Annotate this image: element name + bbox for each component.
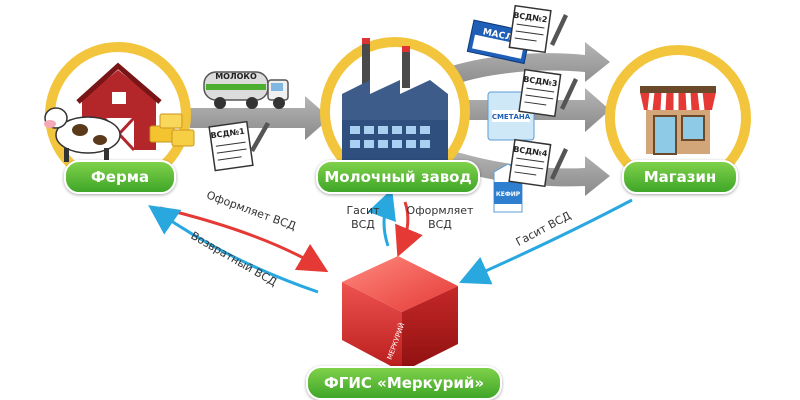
arrow-plant-to-fgis <box>395 201 423 258</box>
plant-issues-vsd-text-1: Оформляет <box>407 204 474 217</box>
document-vsd3-icon <box>518 68 562 118</box>
arrow-fgis-to-plant <box>367 188 396 247</box>
plant-cancels-vsd-text-1: Гасит <box>346 204 380 217</box>
document-vsd4-icon <box>508 138 552 188</box>
flow-arrow-plant-shop-top <box>440 42 610 88</box>
fgis-label: ФГИС «Меркурий» <box>306 366 502 400</box>
plant-issues-vsd-text-2: ВСД <box>428 218 452 231</box>
plant-cancels-vsd-text-2: ВСД <box>351 218 375 231</box>
pen-icon <box>560 78 578 110</box>
arrow-farm-to-fgis <box>159 206 329 273</box>
kefir-label: КЕФИР <box>496 191 521 198</box>
arrow-shop-to-fgis <box>459 198 633 285</box>
cow-icon <box>44 107 121 162</box>
pen-icon <box>550 14 568 46</box>
milk-truck-icon <box>203 71 289 109</box>
document-vsd1-icon <box>208 120 254 172</box>
sour-cream-label: СМЕТАНА <box>492 113 531 121</box>
pen-icon <box>550 148 568 180</box>
mercury-cube-icon <box>342 256 458 372</box>
document-vsd2-icon <box>508 4 552 54</box>
plant-label: Молочный завод <box>316 160 480 194</box>
arrow-fgis-to-farm <box>148 205 319 294</box>
pen-icon <box>250 122 270 152</box>
shop-label: Магазин <box>622 160 738 194</box>
farm-issues-vsd-text: Оформляет ВСД <box>205 188 298 233</box>
truck-label: МОЛОКО <box>215 72 257 81</box>
shop-icon <box>640 86 716 155</box>
factory-icon <box>342 38 448 162</box>
flow-arrow-farm-plant <box>190 96 330 140</box>
return-vsd-text: Возвратный ВСД <box>188 229 279 289</box>
hay-bales-icon <box>149 113 195 147</box>
farm-label: Ферма <box>64 160 176 194</box>
